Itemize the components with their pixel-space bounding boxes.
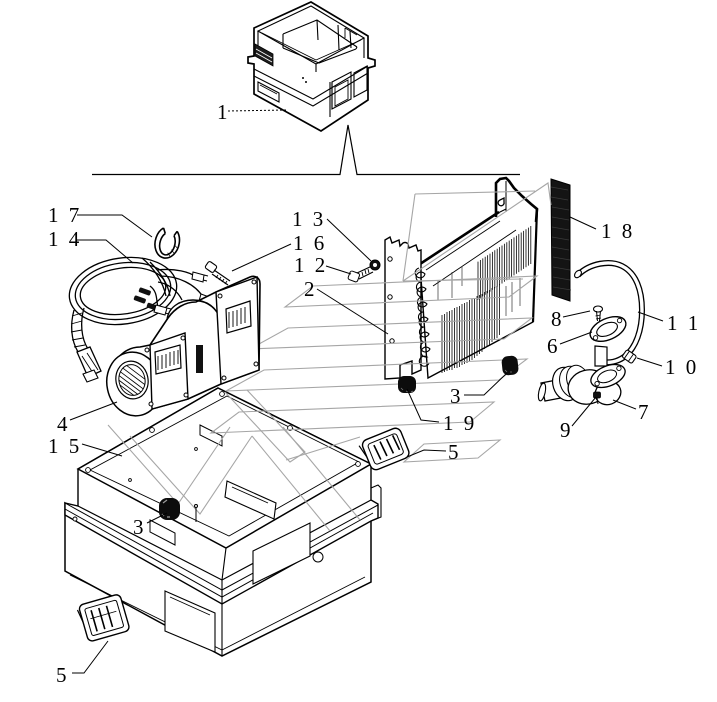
svg-text:1 2: 1 2 — [294, 253, 328, 277]
svg-text:2: 2 — [304, 277, 317, 301]
svg-text:6: 6 — [547, 334, 560, 358]
svg-text:1 7: 1 7 — [48, 203, 82, 227]
svg-text:1 8: 1 8 — [601, 219, 635, 243]
svg-text:7: 7 — [638, 400, 651, 424]
svg-text:1 9: 1 9 — [443, 411, 477, 435]
svg-text:5: 5 — [56, 663, 69, 687]
svg-text:5: 5 — [448, 440, 461, 464]
svg-text:1 4: 1 4 — [48, 227, 82, 251]
svg-text:1 6: 1 6 — [293, 231, 327, 255]
svg-text:1 0: 1 0 — [665, 355, 699, 379]
svg-text:1 1: 1 1 — [667, 311, 701, 335]
svg-text:3: 3 — [133, 515, 146, 539]
svg-text:1 3: 1 3 — [292, 207, 326, 231]
svg-text:9: 9 — [560, 418, 573, 442]
svg-text:1: 1 — [217, 100, 230, 124]
svg-text:4: 4 — [57, 412, 70, 436]
svg-text:1 5: 1 5 — [48, 434, 82, 458]
svg-text:3: 3 — [450, 384, 463, 408]
svg-text:8: 8 — [551, 307, 564, 331]
